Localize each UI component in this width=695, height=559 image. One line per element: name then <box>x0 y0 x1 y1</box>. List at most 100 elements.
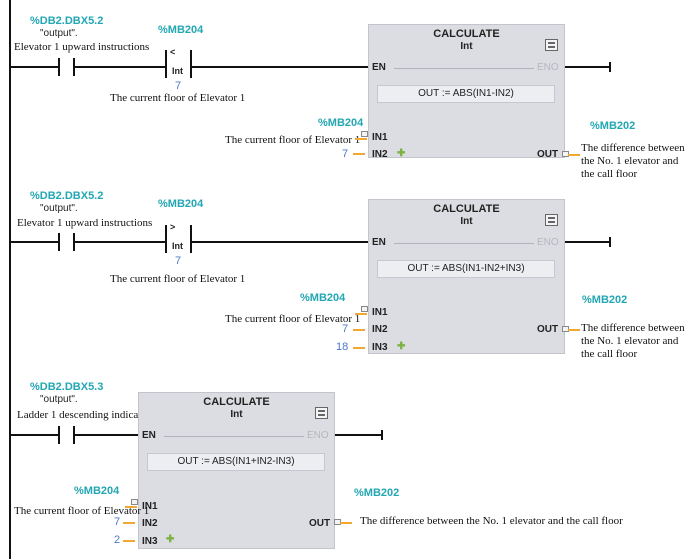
wire-end <box>381 430 383 440</box>
contact-right-bar[interactable] <box>73 233 75 251</box>
en-eno-line <box>164 436 304 437</box>
add-input-icon[interactable]: ✚ <box>166 534 175 545</box>
wire <box>565 241 611 243</box>
in2-wire <box>123 522 135 524</box>
contact-symbol: "output". <box>40 203 78 214</box>
contact-symbol: "output". <box>40 28 78 39</box>
in2-pin: IN2 <box>372 149 388 160</box>
compare-right-bar[interactable] <box>190 50 192 78</box>
compare-comment: The current floor of Elevator 1 <box>110 92 246 104</box>
in2-value: 7 <box>114 516 121 528</box>
in1-comment: The current floor of Elevator 1 <box>225 134 361 146</box>
in1-tag-icon <box>131 499 138 505</box>
contact-address: %DB2.DBX5.2 <box>30 15 104 27</box>
expression[interactable]: OUT := ABS(IN1-IN2) <box>377 85 555 103</box>
in1-address: %MB204 <box>300 292 346 304</box>
out-pin: OUT <box>537 324 559 335</box>
out-pin: OUT <box>309 518 331 529</box>
eno-pin: ENO <box>537 62 559 73</box>
wire <box>192 66 368 68</box>
add-input-icon[interactable]: ✚ <box>397 341 406 352</box>
in1-wire <box>355 138 367 140</box>
edit-icon[interactable] <box>545 214 558 226</box>
out-wire <box>568 329 580 331</box>
contact-comment: Elevator 1 upward instructions <box>17 217 153 229</box>
edit-icon[interactable] <box>315 407 328 419</box>
in1-pin: IN1 <box>142 501 158 512</box>
contact-left-bar[interactable] <box>58 426 60 444</box>
box-type: Int <box>460 216 473 227</box>
compare-comment: The current floor of Elevator 1 <box>110 273 246 285</box>
box-type: Int <box>230 409 243 420</box>
compare-value: 7 <box>175 255 182 267</box>
in2-pin: IN2 <box>372 324 388 335</box>
compare-type: Int <box>172 66 183 76</box>
in1-wire <box>355 313 367 315</box>
compare-operator: > <box>170 222 176 232</box>
compare-type: Int <box>172 241 183 251</box>
out-address: %MB202 <box>354 487 400 499</box>
calculate-box[interactable]: CALCULATE Int EN ENO OUT := ABS(IN1-IN2)… <box>368 24 565 160</box>
contact-right-bar[interactable] <box>73 426 75 444</box>
in1-pin: IN1 <box>372 307 388 318</box>
en-pin: EN <box>372 62 386 73</box>
wire <box>565 66 611 68</box>
wire-end <box>609 62 611 72</box>
eno-pin: ENO <box>307 430 329 441</box>
out-comment: The difference between the No. 1 elevato… <box>581 322 685 360</box>
wire <box>75 434 138 436</box>
in3-value: 18 <box>336 341 349 353</box>
in3-pin: IN3 <box>142 536 158 547</box>
box-title: CALCULATE <box>203 396 270 408</box>
compare-left-bar[interactable] <box>165 50 167 78</box>
power-rail <box>9 0 11 559</box>
contact-symbol: "output". <box>40 394 78 405</box>
wire <box>75 241 165 243</box>
in1-comment: The current floor of Elevator 1 <box>225 313 361 325</box>
contact-comment: Ladder 1 descending indication <box>17 409 156 421</box>
in1-wire <box>125 506 137 508</box>
calculate-box[interactable]: CALCULATE Int EN ENO OUT := ABS(IN1+IN2-… <box>138 392 335 549</box>
wire <box>75 66 165 68</box>
in3-wire <box>123 540 135 542</box>
box-title: CALCULATE <box>433 203 500 215</box>
in1-tag-icon <box>361 131 368 137</box>
out-address: %MB202 <box>590 120 636 132</box>
out-pin: OUT <box>537 149 559 160</box>
compare-value: 7 <box>175 80 182 92</box>
in2-wire <box>353 329 365 331</box>
compare-address: %MB204 <box>158 24 204 36</box>
expression[interactable]: OUT := ABS(IN1+IN2-IN3) <box>147 453 325 471</box>
wire <box>192 241 368 243</box>
wire <box>10 241 58 243</box>
en-eno-line <box>394 243 534 244</box>
add-input-icon[interactable]: ✚ <box>397 148 406 159</box>
contact-left-bar[interactable] <box>58 58 60 76</box>
contact-comment: Elevator 1 upward instructions <box>14 41 150 53</box>
box-type: Int <box>460 41 473 52</box>
in2-pin: IN2 <box>142 518 158 529</box>
eno-pin: ENO <box>537 237 559 248</box>
contact-left-bar[interactable] <box>58 233 60 251</box>
out-comment: The difference between the No. 1 elevato… <box>360 515 623 527</box>
contact-address: %DB2.DBX5.3 <box>30 381 104 393</box>
contact-right-bar[interactable] <box>73 58 75 76</box>
wire <box>335 434 383 436</box>
edit-icon[interactable] <box>545 39 558 51</box>
compare-left-bar[interactable] <box>165 225 167 253</box>
en-eno-line <box>394 68 534 69</box>
in1-pin: IN1 <box>372 132 388 143</box>
en-pin: EN <box>372 237 386 248</box>
expression[interactable]: OUT := ABS(IN1-IN2+IN3) <box>377 260 555 278</box>
compare-right-bar[interactable] <box>190 225 192 253</box>
wire <box>10 434 58 436</box>
out-address: %MB202 <box>582 294 628 306</box>
wire <box>10 66 58 68</box>
calculate-box[interactable]: CALCULATE Int EN ENO OUT := ABS(IN1-IN2+… <box>368 199 565 354</box>
in3-wire <box>353 347 365 349</box>
wire-end <box>609 237 611 247</box>
in1-comment: The current floor of Elevator 1 <box>14 505 150 517</box>
compare-operator: < <box>170 47 176 57</box>
out-comment: The difference between the No. 1 elevato… <box>581 142 685 180</box>
en-pin: EN <box>142 430 156 441</box>
